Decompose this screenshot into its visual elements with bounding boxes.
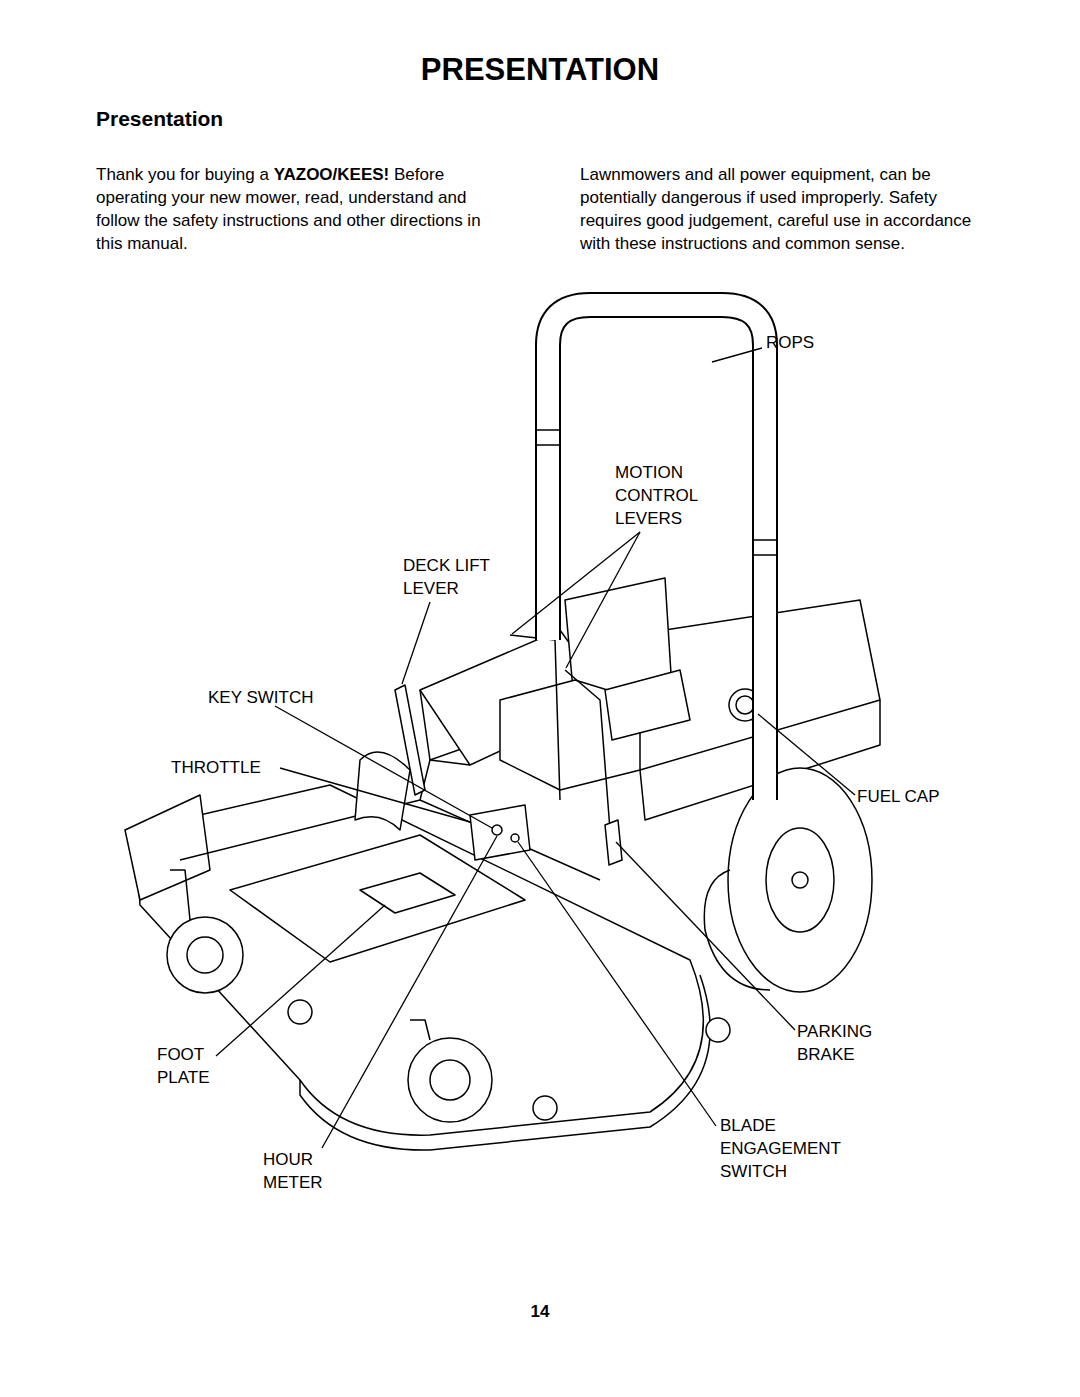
part-label: FOOT PLATE bbox=[157, 1043, 227, 1089]
intro-paragraph: Thank you for buying a YAZOO/KEES! Befor… bbox=[96, 163, 491, 255]
part-label: PARKING BRAKE bbox=[797, 1020, 889, 1066]
page-number: 14 bbox=[0, 1302, 1080, 1322]
part-label: THROTTLE bbox=[171, 756, 261, 779]
brand-name: YAZOO/KEES! bbox=[274, 165, 390, 184]
part-label: FUEL CAP bbox=[857, 785, 940, 808]
safety-paragraph: Lawnmowers and all power equipment, can … bbox=[580, 163, 980, 255]
intro-text: Thank you for buying a bbox=[96, 165, 269, 184]
part-label: BLADE ENGAGEMENT SWITCH bbox=[720, 1114, 848, 1183]
part-label: DECK LIFT LEVER bbox=[403, 554, 503, 600]
page-title: PRESENTATION bbox=[0, 52, 1080, 88]
section-heading: Presentation bbox=[96, 106, 223, 132]
part-label: MOTION CONTROL LEVERS bbox=[615, 461, 715, 530]
part-label: ROPS bbox=[766, 331, 814, 354]
part-label: HOUR METER bbox=[263, 1148, 333, 1194]
part-label: KEY SWITCH bbox=[208, 686, 313, 709]
